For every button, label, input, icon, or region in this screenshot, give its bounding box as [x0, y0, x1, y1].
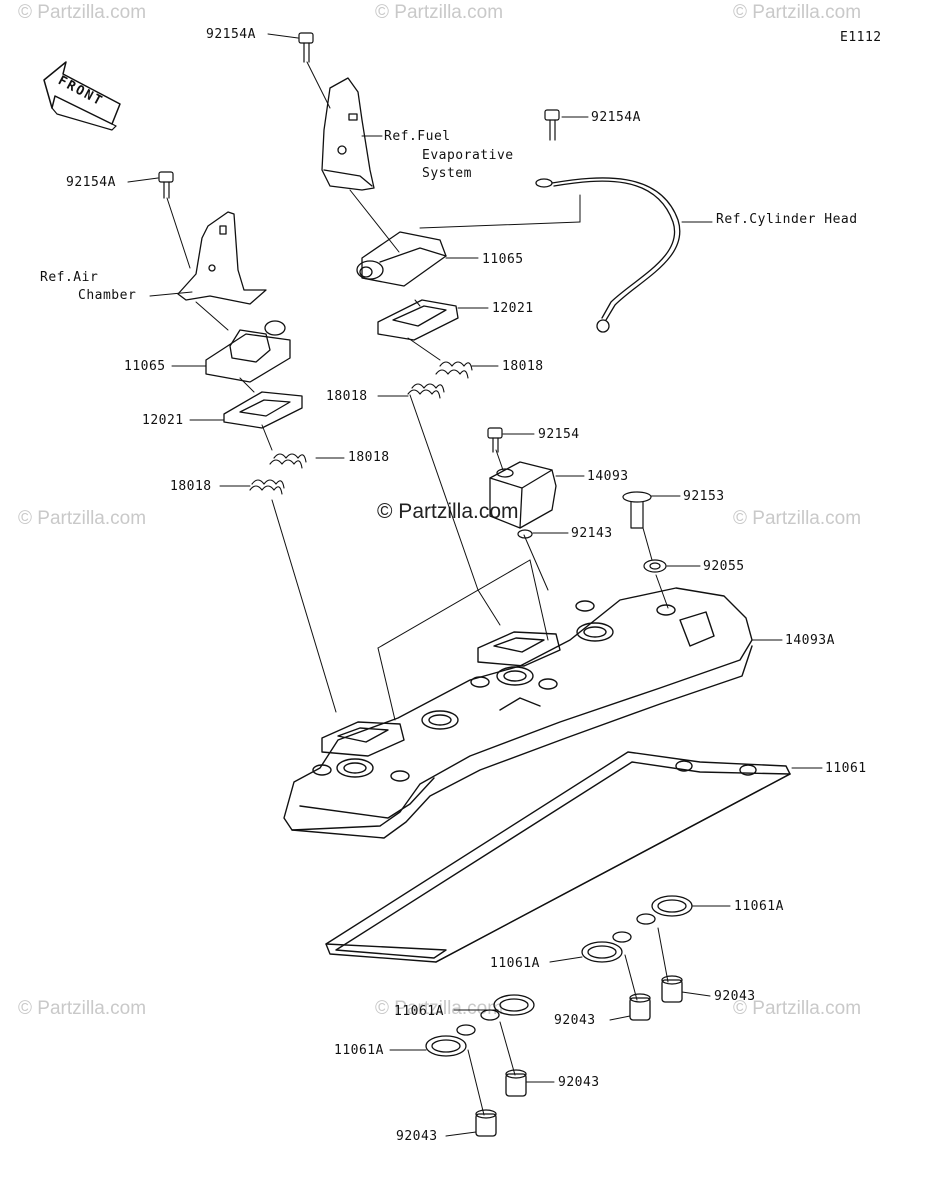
ground-cable [535, 177, 681, 333]
bracket-fuel-evap [321, 77, 375, 191]
diagram-code: E1112 [840, 30, 882, 45]
part-label[interactable]: 18018 [326, 389, 368, 404]
watermark: © Partzilla.com [733, 2, 862, 23]
label-pointers [127, 33, 823, 1137]
part-label[interactable]: 11065 [124, 359, 166, 374]
watermark: © Partzilla.com [733, 998, 862, 1019]
cylinder-head-cover-14093A [283, 587, 753, 839]
part-label[interactable]: 92154 [538, 427, 580, 442]
clip-18018-right [407, 361, 473, 399]
front-arrow-icon [43, 61, 121, 131]
watermark: © Partzilla.com [18, 508, 147, 529]
bolt-92154A-left [158, 171, 174, 199]
watermark-center: © Partzilla.com [377, 500, 519, 523]
part-label[interactable]: 11061A [734, 899, 784, 914]
watermark: © Partzilla.com [375, 2, 504, 23]
bolt-92154A-top [298, 32, 314, 63]
part-label[interactable]: 92154A [591, 110, 641, 125]
valve-11065-right [356, 231, 447, 287]
watermark: © Partzilla.com [18, 998, 147, 1019]
leader-lines [166, 61, 669, 1116]
watermark: © Partzilla.com [375, 998, 504, 1019]
bolt-92154 [487, 427, 503, 453]
ref-label[interactable]: Ref.Cylinder Head [716, 212, 858, 227]
part-label[interactable]: 14093 [587, 469, 629, 484]
watermark: © Partzilla.com [18, 2, 147, 23]
part-label[interactable]: 92143 [571, 526, 613, 541]
washer-92055 [643, 559, 667, 573]
clip-18018-left [249, 453, 307, 495]
ref-label[interactable]: Ref.Fuel [384, 129, 451, 144]
bolt-92154A-right [544, 109, 560, 141]
part-label[interactable]: 11065 [482, 252, 524, 267]
ref-label[interactable]: System [422, 166, 472, 181]
part-label[interactable]: 11061A [394, 1004, 444, 1019]
gasket-12021-left [223, 391, 303, 429]
part-label[interactable]: 92043 [396, 1129, 438, 1144]
ref-label[interactable]: Ref.Air [40, 270, 99, 285]
oring-set-upper-right [581, 895, 693, 1021]
valve-11065-left [205, 320, 291, 383]
part-label[interactable]: 92153 [683, 489, 725, 504]
part-label[interactable]: 12021 [142, 413, 184, 428]
part-label[interactable]: 92043 [554, 1013, 596, 1028]
part-label[interactable]: 12021 [492, 301, 534, 316]
part-label[interactable]: 92043 [558, 1075, 600, 1090]
oring-set-lower-left [425, 994, 535, 1137]
part-label[interactable]: 14093A [785, 633, 835, 648]
part-label[interactable]: 11061A [334, 1043, 384, 1058]
part-label[interactable]: 18018 [170, 479, 212, 494]
gasket-12021-right [377, 299, 459, 341]
ref-label[interactable]: Evaporative [422, 148, 514, 163]
part-label[interactable]: 11061A [490, 956, 540, 971]
gasket-11061 [325, 751, 791, 963]
bracket-air-chamber [177, 211, 267, 305]
part-label[interactable]: 18018 [502, 359, 544, 374]
part-label[interactable]: 92154A [66, 175, 116, 190]
washer-92143 [517, 529, 533, 539]
watermark: © Partzilla.com [733, 508, 862, 529]
bolt-92153 [622, 491, 652, 529]
part-label[interactable]: 18018 [348, 450, 390, 465]
part-label[interactable]: 11061 [825, 761, 867, 776]
part-label[interactable]: 92055 [703, 559, 745, 574]
block-14093 [489, 461, 557, 529]
part-label[interactable]: 92043 [714, 989, 756, 1004]
ref-label[interactable]: Chamber [78, 288, 137, 303]
part-label[interactable]: 92154A [206, 27, 256, 42]
